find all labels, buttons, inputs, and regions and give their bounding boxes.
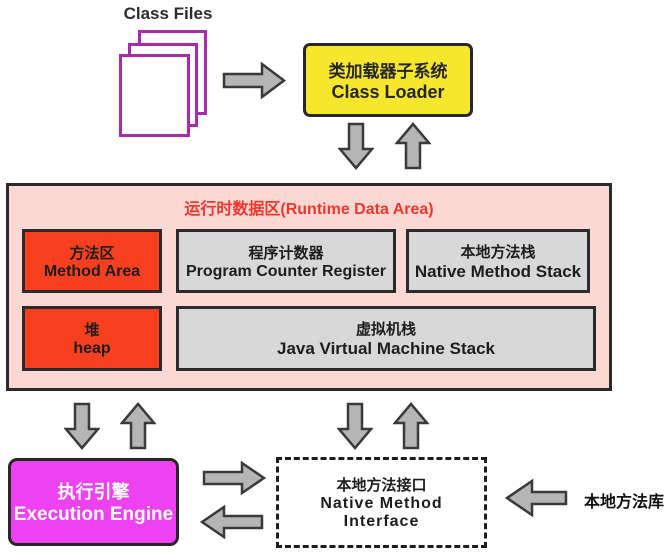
execution-engine-label-en: Execution Engine (13, 504, 174, 525)
arrow-left-icon (505, 478, 568, 518)
method-area-label-en: Method Area (43, 262, 141, 280)
arrow-up-icon (120, 402, 156, 450)
native-method-interface-label-zh: 本地方法接口 (336, 477, 427, 494)
arrow-down-icon (338, 122, 374, 170)
jvm-stack-label-en: Java Virtual Machine Stack (277, 339, 495, 358)
native-method-stack-label-zh: 本地方法栈 (460, 243, 536, 261)
arrow-up-icon (393, 402, 429, 450)
file-page-front-icon (119, 54, 190, 137)
heap-label-zh: 堆 (84, 322, 100, 339)
arrow-right-icon (202, 461, 266, 495)
execution-engine-box: 执行引擎 Execution Engine (8, 458, 179, 546)
arrow-down-icon (64, 402, 100, 450)
method-area-label-zh: 方法区 (69, 244, 115, 262)
native-method-interface-box: 本地方法接口 Native Method Interface (276, 457, 487, 548)
native-method-interface-label-en2: Interface (343, 513, 420, 530)
native-method-stack-box: 本地方法栈 Native Method Stack (406, 229, 590, 293)
program-counter-label-en: Program Counter Register (185, 262, 387, 280)
jvm-stack-label-zh: 虚拟机栈 (355, 321, 416, 338)
program-counter-label-zh: 程序计数器 (248, 244, 324, 262)
native-method-library-label: 本地方法库 (583, 494, 664, 511)
class-files-label: Class Files (123, 4, 213, 23)
class-loader-box: 类加载器子系统 Class Loader (303, 43, 473, 117)
method-area-box: 方法区 Method Area (22, 229, 162, 293)
arrow-left-icon (200, 505, 264, 539)
arrow-down-icon (337, 402, 373, 450)
jvm-stack-box: 虚拟机栈 Java Virtual Machine Stack (176, 306, 596, 371)
heap-label-en: heap (73, 340, 111, 357)
arrow-right-icon (222, 62, 286, 99)
class-loader-label-en: Class Loader (331, 82, 445, 102)
class-loader-label-zh: 类加载器子系统 (328, 62, 448, 81)
runtime-data-area-title: 运行时数据区(Runtime Data Area) (184, 201, 434, 218)
arrow-up-icon (395, 122, 431, 170)
program-counter-box: 程序计数器 Program Counter Register (176, 229, 396, 293)
native-method-interface-label-en1: Native Method (320, 495, 443, 512)
execution-engine-label-zh: 执行引擎 (57, 482, 130, 502)
heap-box: 堆 heap (22, 306, 162, 371)
native-method-stack-label-en: Native Method Stack (414, 261, 582, 281)
